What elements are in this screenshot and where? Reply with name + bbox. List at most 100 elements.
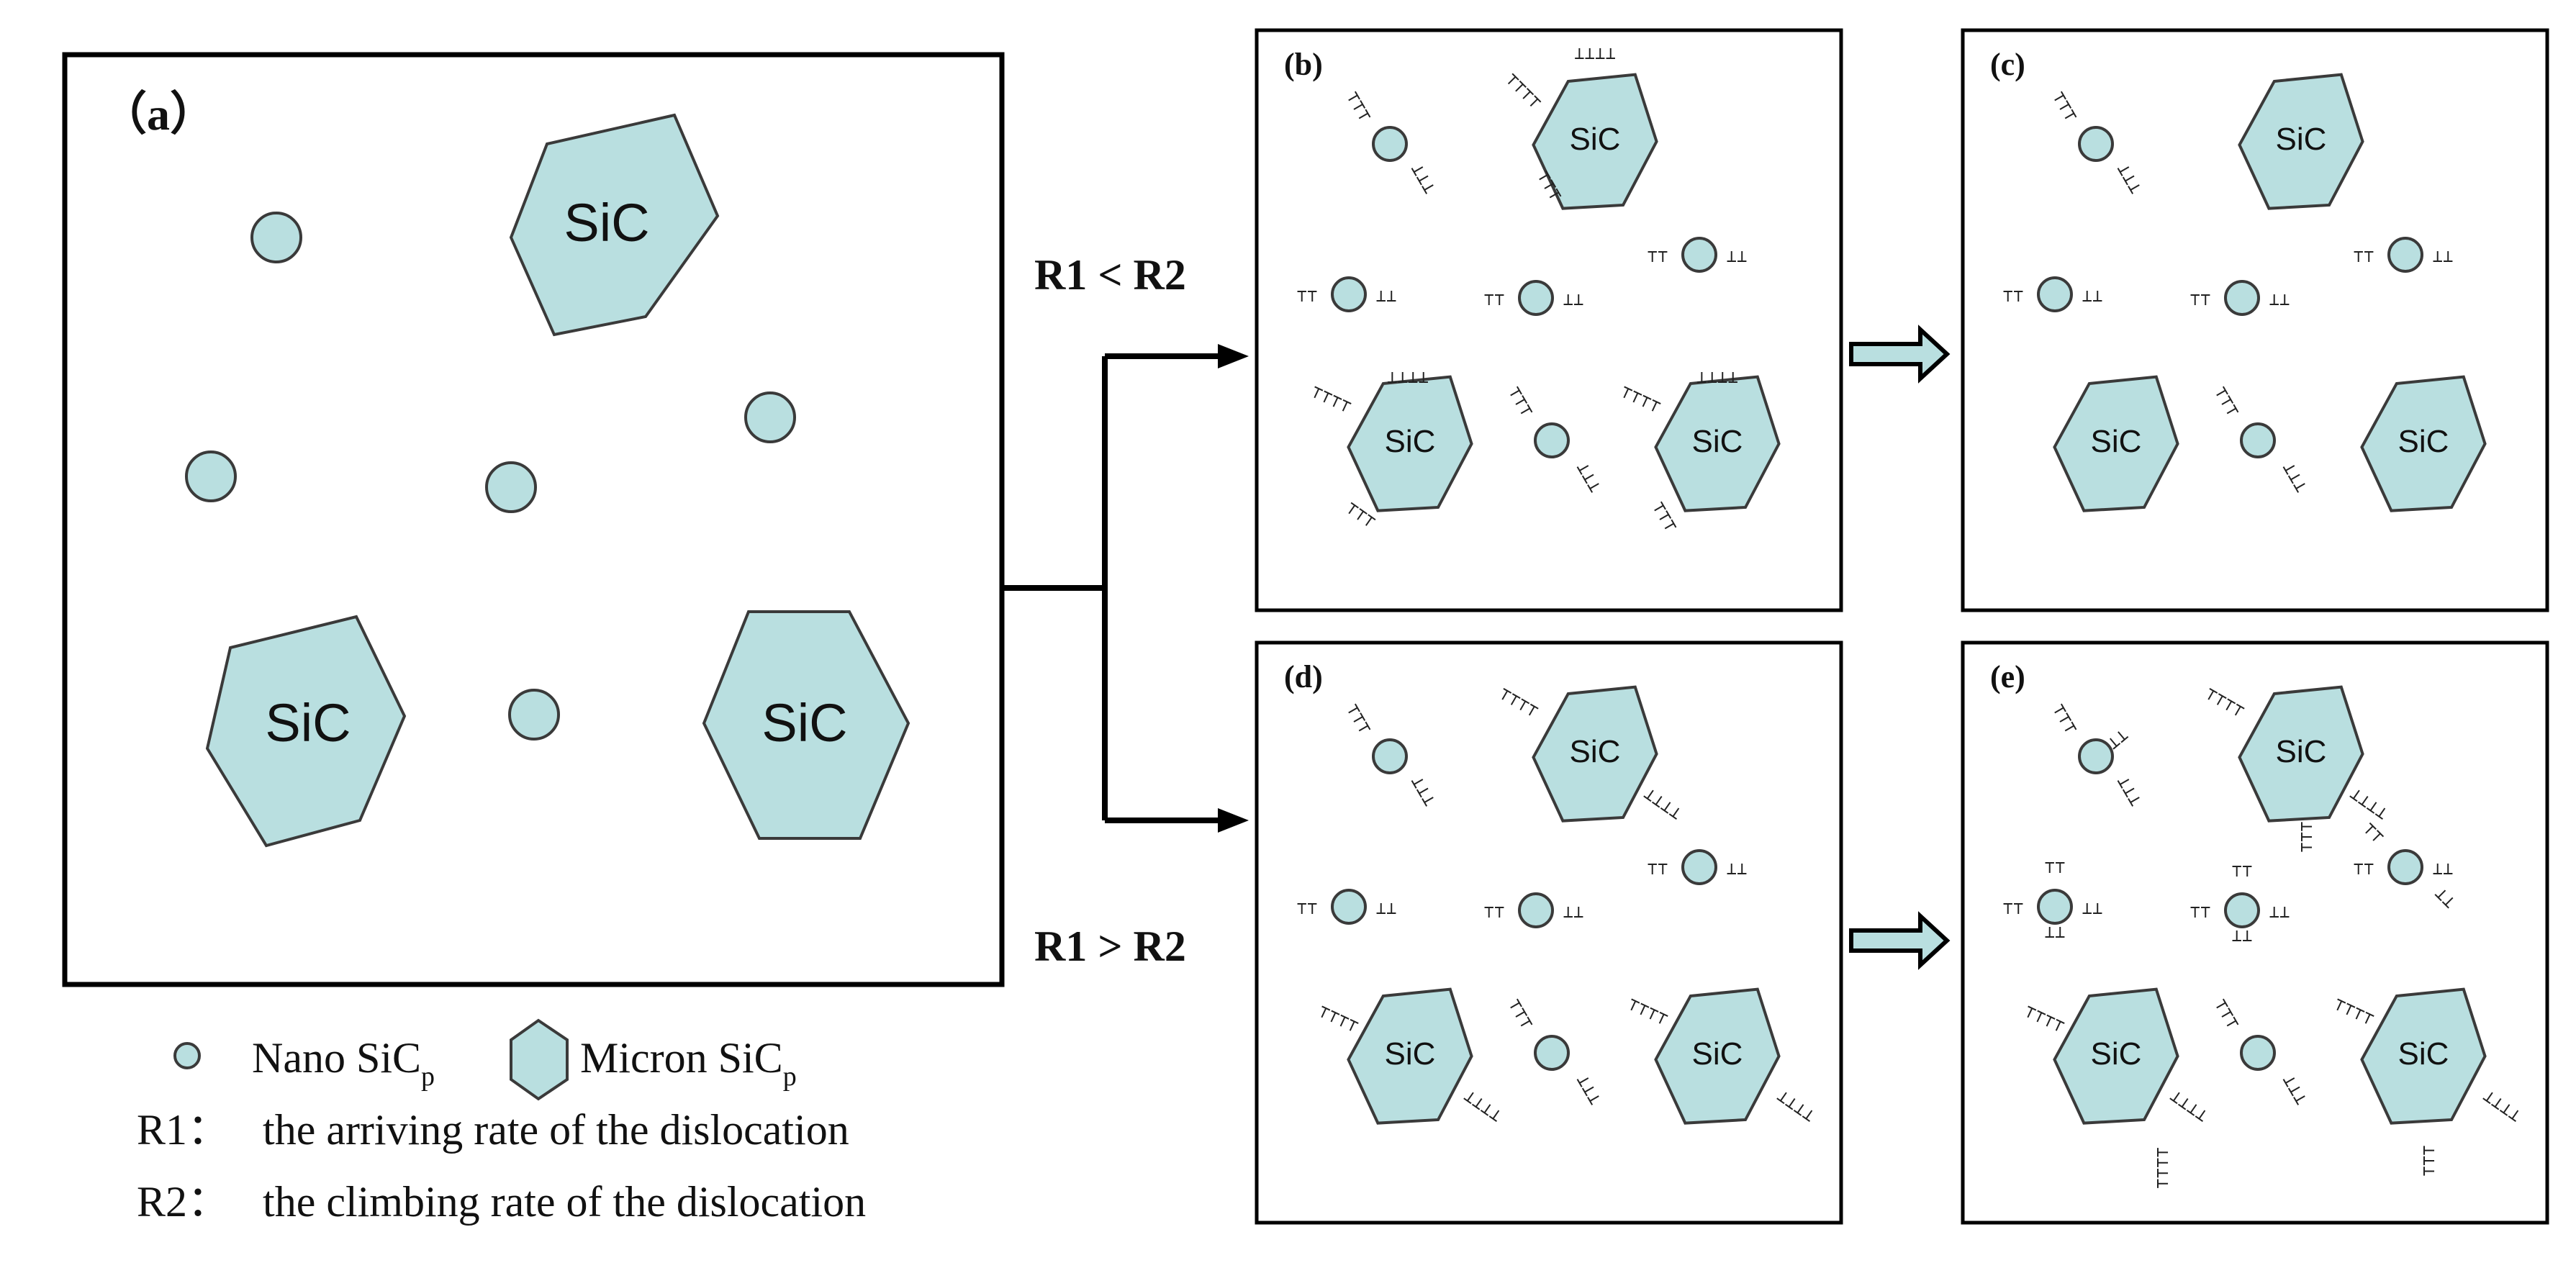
nano-sic-particle [1372,738,1408,774]
nano-sic-particle [2224,280,2260,316]
block-arrow-upper [1849,325,1951,384]
dislocation-symbol: ⊥⊥⊥ [2297,821,2317,852]
nano-sic-particle [250,212,302,263]
dislocation-symbol: ⊤⊤ [1484,902,1505,922]
dislocation-symbol: ⊥⊥⊥⊥ [1696,367,1738,387]
dislocation-symbol: ⊤⊤ [2003,286,2024,306]
dislocation-symbol: ⊥⊥⊥ [2419,1145,2439,1176]
legend-r1: R1： the arriving rate of the dislocation [137,1106,849,1154]
nano-sic-particle [2240,1035,2276,1071]
micron-sic-particle [1347,987,1473,1125]
micron-sic-particle [205,615,407,848]
nano-sic-particle [1372,126,1408,162]
sic-label: SiC [1385,1036,1436,1072]
block-arrow-lower [1849,911,1951,970]
dislocation-symbol: ⊥⊥ [2269,289,2290,309]
sic-label: SiC [2398,1036,2449,1072]
nano-sic-particle [1534,422,1570,458]
dislocation-symbol: ⊥⊥ [1727,859,1748,879]
nano-sic-particle [1518,892,1554,928]
condition-upper: R1 < R2 [1034,251,1186,299]
dislocation-symbol: ⊥⊥ [2082,286,2103,306]
legend-micron-label: Micron SiCp [580,1034,797,1092]
legend-nano-icon [173,1042,201,1069]
panel-a: （a） SiC SiC SiC [62,52,1005,987]
nano-sic-particle [2078,126,2114,162]
nano-sic-particle [485,461,537,513]
dislocation-symbol: ⊥⊥ [1563,902,1584,922]
nano-sic-particle [2078,738,2114,774]
micron-sic-particle [2360,987,2487,1125]
nano-sic-particle [1331,889,1367,925]
micron-sic-particle [1347,375,1473,512]
dislocation-symbol: ⊥⊥ [2269,902,2290,922]
sic-label: SiC [2276,122,2327,157]
dislocation-symbol: ⊥⊥⊥⊥ [1574,43,1616,63]
sic-label: SiC [761,693,847,753]
dislocation-symbol: ⊥⊥ [2433,246,2454,266]
arrowhead [1218,808,1249,833]
sic-label: SiC [2091,1036,2142,1072]
micron-sic-particle [1532,73,1658,210]
micron-sic-particle [2053,375,2179,512]
micron-sic-particle [2238,685,2364,823]
legend: Nano SiCp Micron SiCp R1： the arriving r… [137,1018,866,1226]
panel-a-label: （a） [101,89,216,140]
micron-sic-particle [1654,987,1781,1125]
branch-connector [1002,344,1249,833]
sic-label: SiC [1570,122,1621,157]
micron-sic-particle [2360,375,2487,512]
dislocation-symbol: ⊤⊤ [2045,857,2066,877]
dislocation-symbol: ⊤⊤ [1297,898,1318,918]
dislocation-symbol: ⊥⊥ [1376,898,1397,918]
dislocation-symbol: ⊤⊤ [1648,246,1668,266]
dislocation-symbol: ⊤⊤ [1297,286,1318,306]
dislocation-symbol: ⊤⊤ [1648,859,1668,879]
nano-sic-particle [2387,237,2423,273]
dislocation-symbol: ⊥⊥ [1376,286,1397,306]
sic-label: SiC [2091,424,2142,459]
nano-sic-particle [1518,280,1554,316]
condition-lower: R1 > R2 [1034,923,1186,970]
nano-sic-particle [744,391,796,443]
dislocation-symbol: ⊤⊤ [1484,289,1505,309]
dislocation-symbol: ⊥⊥ [2433,859,2454,879]
panel-label: (e) [1990,659,2025,694]
arrowhead [1218,344,1249,368]
dislocation-symbol: ⊥⊥⊥⊥ [1387,367,1429,387]
sic-label: SiC [2276,734,2327,769]
sic-label: SiC [1385,424,1436,459]
nano-sic-particle [1681,849,1717,885]
dislocation-symbol: ⊥⊥ [2045,922,2066,942]
legend-micron-icon [510,1018,569,1101]
micron-sic-particle [1532,685,1658,823]
sic-label: SiC [2398,424,2449,459]
panel-label: (c) [1990,47,2025,82]
dislocation-symbol: ⊥⊥ [1563,289,1584,309]
legend-r2: R2： the climbing rate of the dislocation [137,1178,866,1226]
dislocation-symbol: ⊤⊤ [2190,289,2211,309]
dislocation-symbol: ⊤⊤ [2232,861,2253,881]
nano-sic-particle [2240,422,2276,458]
micron-sic-particle [702,610,910,840]
dislocation-symbol: ⊥⊥ [1727,246,1748,266]
dislocation-symbol: ⊥⊥⊥⊥ [2153,1147,2173,1189]
sic-label: SiC [265,693,351,753]
dislocation-symbol: ⊥⊥ [2232,925,2253,946]
micron-sic-particle [1654,375,1781,512]
dislocation-symbol: ⊤⊤ [2190,902,2211,922]
sic-label: SiC [564,193,649,253]
sic-label: SiC [1692,1036,1743,1072]
micron-sic-particle [2053,987,2179,1125]
legend-nano-label: Nano SiCp [252,1034,435,1092]
panel-label: (d) [1284,659,1323,694]
nano-sic-particle [508,689,560,741]
nano-sic-particle [1331,276,1367,312]
dislocation-symbol: ⊤⊤ [2354,859,2374,879]
nano-sic-particle [2037,889,2073,925]
dislocation-symbol: ⊤⊤ [2354,246,2374,266]
